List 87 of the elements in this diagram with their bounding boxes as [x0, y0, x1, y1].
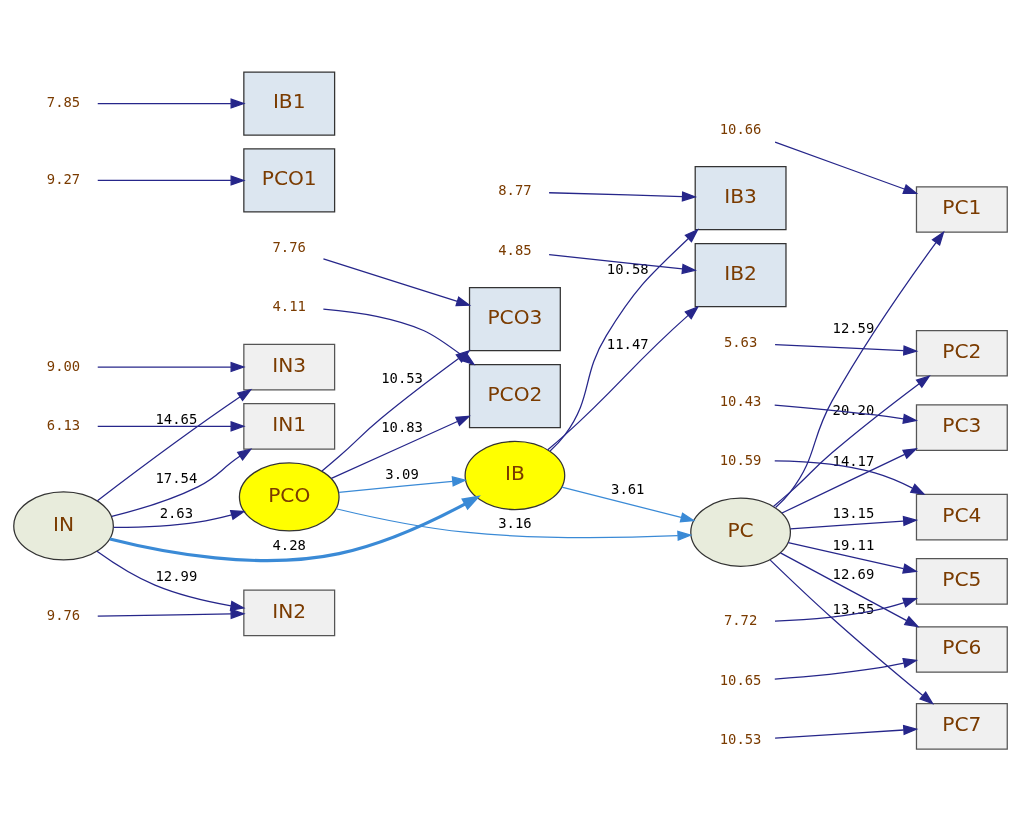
node-text: 10.53: [719, 730, 762, 747]
arrow: [774, 343, 919, 356]
node-box: PC3: [915, 403, 1008, 451]
node-text: 4.85: [498, 241, 532, 258]
node-box: IN1: [243, 402, 336, 450]
arrow: [97, 420, 246, 432]
arrow: [548, 190, 697, 202]
arrow: [97, 608, 246, 619]
arrow: [781, 447, 918, 514]
node-text: 10.66: [719, 120, 762, 137]
arrow: [330, 414, 471, 479]
node-text: 9.76: [46, 606, 81, 623]
edge-label: 4.28: [272, 536, 306, 553]
arrow: [548, 253, 697, 274]
arrow: [774, 597, 919, 622]
edge-label: 17.54: [155, 469, 198, 486]
node-text: 9.00: [46, 357, 81, 374]
node-box: PCO2: [468, 363, 561, 428]
edge-label: 14.17: [832, 452, 875, 469]
node-ellipse: IN: [13, 490, 114, 561]
node-box: PC6: [915, 625, 1008, 673]
node-box: IN3: [243, 343, 336, 390]
arrow: [547, 305, 700, 450]
edge-label: 11.47: [606, 335, 649, 352]
node-text: 10.43: [719, 392, 762, 409]
arrow: [774, 459, 926, 495]
arrow: [789, 515, 919, 529]
node-ellipse: IB: [464, 440, 566, 510]
arrow: [774, 403, 919, 424]
node-ellipse: PCO: [238, 461, 340, 532]
arrow: [97, 174, 246, 186]
node-box: IB2: [694, 242, 787, 307]
edge-label: 13.55: [832, 600, 875, 617]
edge-label: 12.99: [155, 567, 198, 584]
node-text: 7.85: [46, 93, 81, 110]
arrow: [561, 486, 696, 522]
edge-label: 12.59: [832, 319, 875, 336]
arrow: [787, 541, 918, 574]
node-text: 7.72: [723, 611, 758, 628]
arrow: [549, 227, 699, 452]
node-text: 10.65: [719, 671, 762, 688]
node-text: 6.13: [46, 416, 81, 433]
edge-label: 2.63: [159, 504, 194, 521]
node-box: IB1: [243, 70, 336, 136]
node-box: IB3: [694, 165, 787, 230]
node-text: 8.77: [498, 181, 532, 198]
node-text: 5.63: [723, 333, 758, 350]
arrow: [772, 374, 931, 507]
node-ellipse: PC: [690, 497, 792, 567]
edge-label: 10.58: [606, 260, 649, 277]
arrow: [774, 657, 919, 680]
node-text: 9.27: [46, 170, 81, 187]
arrow: [335, 507, 693, 541]
edge-label: 10.83: [381, 418, 423, 435]
node-box: PC2: [915, 329, 1008, 376]
arrow: [97, 97, 246, 109]
arrow: [109, 494, 481, 562]
node-box: PC4: [915, 493, 1008, 540]
arrow: [769, 558, 935, 705]
node-box: PC5: [915, 557, 1008, 605]
arrow: [774, 724, 919, 739]
arrow: [774, 141, 919, 194]
node-text: 4.11: [272, 297, 306, 314]
node-text: 10.59: [719, 451, 762, 468]
arrow: [322, 257, 472, 306]
arrow: [111, 447, 253, 517]
edge-label: 3.09: [385, 465, 419, 482]
edge-label: 14.65: [155, 410, 198, 427]
edge-label: 12.69: [832, 565, 875, 582]
edge-label: 13.15: [832, 504, 875, 521]
edge-label: 3.61: [611, 480, 645, 497]
node-text: 7.76: [272, 238, 306, 255]
node-box: PC7: [915, 702, 1008, 750]
arrow: [775, 230, 945, 508]
edge-label: 3.16: [498, 514, 532, 531]
arrow: [96, 550, 246, 611]
node-box: PCO3: [468, 286, 561, 351]
node-box: PC1: [915, 185, 1008, 233]
node-box: IN2: [243, 589, 336, 636]
node-box: PCO1: [243, 147, 336, 213]
arrow: [96, 388, 253, 501]
arrow: [338, 475, 468, 493]
arrow: [97, 361, 246, 372]
arrow: [779, 551, 920, 627]
edge-label: 19.11: [832, 536, 875, 553]
arrow: [113, 509, 246, 528]
edge-label: 10.53: [381, 369, 423, 386]
